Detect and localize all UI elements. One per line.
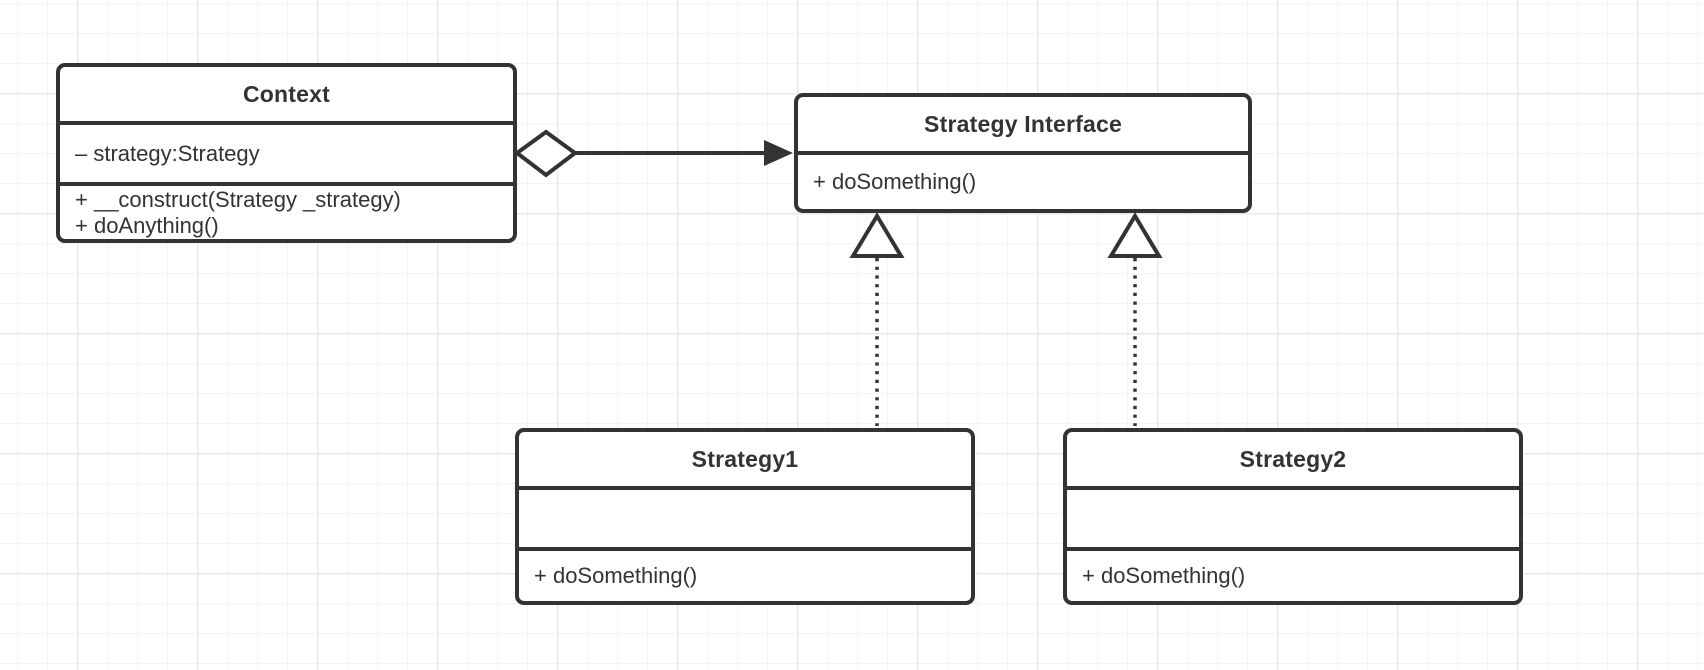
realization-connector-strategy2[interactable]: [1107, 212, 1163, 426]
methods-section: + doSomething(): [519, 547, 971, 601]
method-line: + __construct(Strategy _strategy): [75, 186, 401, 212]
class-title: Strategy2: [1239, 445, 1347, 472]
class-box-context[interactable]: Context – strategy:Strategy + __construc…: [56, 63, 517, 243]
attributes-section-empty: [519, 486, 971, 547]
methods-section: + doSomething(): [1067, 547, 1519, 601]
aggregation-connector-context-strategyinterface[interactable]: [513, 129, 793, 178]
method-line: + doSomething(): [813, 169, 977, 194]
attributes-section-empty: [1067, 486, 1519, 547]
class-title: Strategy Interface: [924, 110, 1122, 137]
method-line: + doAnything(): [75, 212, 219, 238]
attribute-line: – strategy:Strategy: [75, 140, 260, 166]
methods-section: + doSomething(): [798, 151, 1248, 209]
realization-connector-strategy1[interactable]: [849, 212, 905, 426]
class-box-strategy-interface[interactable]: Strategy Interface + doSomething(): [794, 93, 1252, 213]
class-box-strategy2[interactable]: Strategy2 + doSomething(): [1063, 428, 1523, 605]
method-line: + doSomething(): [1082, 563, 1246, 588]
hollow-triangle-icon: [1107, 212, 1163, 258]
filled-arrowhead-icon: [764, 140, 793, 166]
class-title: Context: [242, 80, 330, 107]
methods-section: + __construct(Strategy _strategy) + doAn…: [60, 182, 513, 239]
class-box-strategy1[interactable]: Strategy1 + doSomething(): [515, 428, 975, 605]
aggregation-diamond-icon: [513, 129, 579, 178]
hollow-triangle-icon: [849, 212, 905, 258]
class-title: Strategy1: [691, 445, 799, 472]
method-line: + doSomething(): [534, 563, 698, 588]
attributes-section: – strategy:Strategy: [60, 121, 513, 182]
